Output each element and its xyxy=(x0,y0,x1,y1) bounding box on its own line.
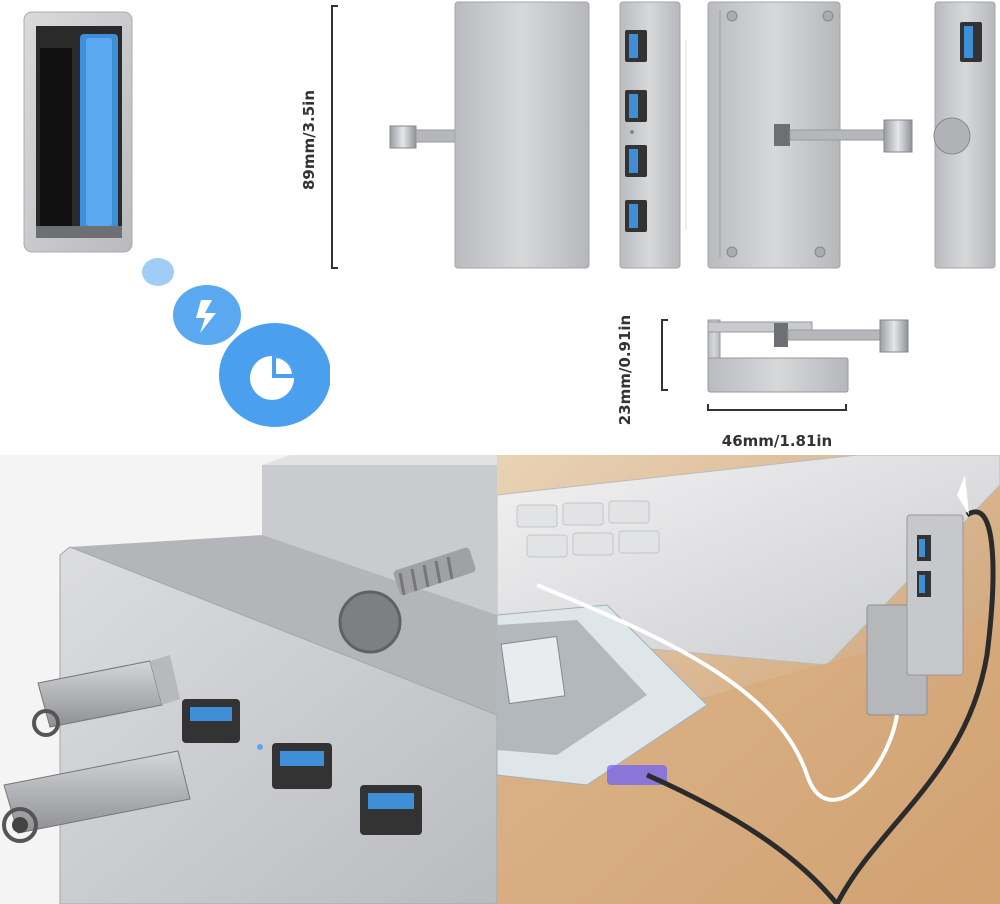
depth-dimension-label: 23mm/0.91in xyxy=(616,315,634,425)
dimension-drawings: 89mm/3.5in 23mm/0.91in xyxy=(300,1,996,450)
width-dimension-label: 46mm/1.81in xyxy=(722,432,832,450)
usb-port-1 xyxy=(182,699,240,743)
dimension-drawings-panel: 89mm/3.5in 23mm/0.91in xyxy=(280,0,1000,460)
thumb-screw-knob xyxy=(389,125,417,149)
black-cable xyxy=(834,509,996,904)
hub-closeup xyxy=(0,455,497,904)
usb-ports-front xyxy=(625,30,647,232)
usb-led-glow xyxy=(607,765,667,785)
clamp-knob xyxy=(338,590,402,654)
usb-flash-drive-bottom xyxy=(2,750,191,843)
status-led xyxy=(257,744,263,750)
usb-port-closeup xyxy=(23,11,330,427)
usb-port-3 xyxy=(360,785,422,835)
desk-scene xyxy=(497,455,1000,904)
white-cable xyxy=(536,583,899,802)
usb-port-closeup-panel xyxy=(0,0,330,450)
desk-scene-panel xyxy=(497,455,1000,904)
small-bubble-icon xyxy=(142,258,174,286)
usb-port-2 xyxy=(272,743,332,789)
hub-closeup-panel xyxy=(0,455,497,904)
usb-flash-drive-top xyxy=(32,655,180,737)
hub-back-view xyxy=(454,1,590,269)
height-dimension-label: 89mm/3.5in xyxy=(300,90,318,190)
